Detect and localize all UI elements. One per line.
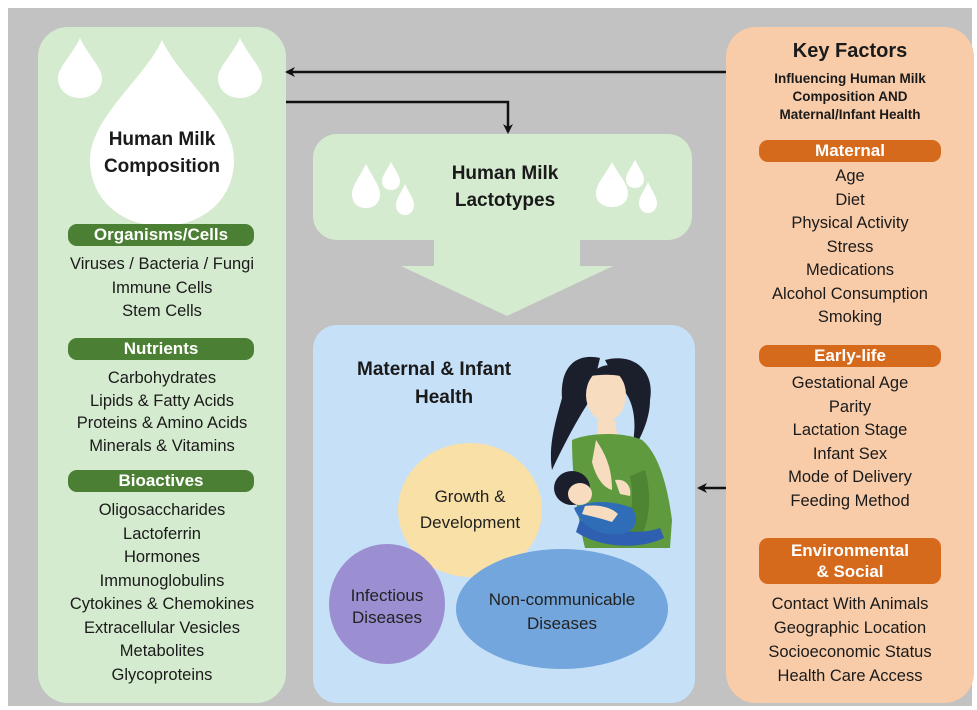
lactotypes-to-health-arrow: [401, 240, 613, 316]
list-item: Metabolites: [119, 642, 205, 660]
list-item: Lipids & Fatty Acids: [90, 391, 234, 410]
non-communicable-diseases-label: Non-communicable Diseases: [462, 589, 662, 635]
list-item: Diet: [835, 190, 865, 209]
milk-drop-icon: [596, 162, 628, 207]
list-item: Extracellular Vesicles: [84, 618, 240, 637]
list-item: Hormones: [123, 548, 201, 566]
lactotypes-title-line-1: Human Milk: [451, 163, 559, 184]
list-item: Lactoferrin: [123, 524, 201, 543]
list-item: Oligosaccharides: [98, 501, 226, 519]
list-item: Stem Cells: [122, 302, 202, 320]
list-item: Immunoglobulins: [99, 571, 225, 590]
milk-drop-icon: [626, 160, 644, 188]
infectious-diseases-circle: [329, 544, 445, 664]
header-line: Environmental: [790, 541, 910, 560]
list-item: Minerals & Vitamins: [89, 436, 235, 455]
maternal-header: Maternal: [759, 140, 941, 162]
organisms-cells-list: Viruses / Bacteria / Fungi Immune Cells …: [38, 253, 286, 324]
lactotypes-title-line-2: Lactotypes: [454, 190, 556, 211]
bioactives-list: Oligosaccharides Lactoferrin Hormones Im…: [38, 499, 286, 687]
mother-infant-illustration-icon: [550, 356, 672, 548]
environmental-social-header: Environmental & Social: [759, 538, 941, 584]
milk-drop-icon: [382, 162, 400, 190]
milk-drop-icon: [352, 164, 380, 208]
list-item: Proteins & Amino Acids: [76, 414, 248, 432]
list-item: Lactation Stage: [792, 421, 908, 439]
list-item: Carbohydrates: [107, 369, 217, 387]
maternal-list: Age Diet Physical Activity Stress Medica…: [726, 165, 974, 330]
list-item: Feeding Method: [790, 491, 910, 510]
infectious-diseases-label: Infectious Diseases: [335, 585, 439, 629]
list-item: Cytokines & Chemokines: [69, 595, 255, 613]
subtitle-line: Composition AND: [792, 89, 908, 104]
list-item: Smoking: [817, 308, 883, 326]
list-item: Geographic Location: [773, 619, 927, 637]
nutrients-header: Nutrients: [68, 338, 254, 360]
subtitle-line: Maternal/Infant Health: [779, 107, 921, 122]
composition-title-line-1: Human Milk: [108, 129, 216, 150]
health-title-line-1: Maternal & Infant: [357, 359, 512, 380]
key-factors-subtitle: Influencing Human Milk Composition AND M…: [726, 70, 974, 124]
nutrients-list: Carbohydrates Lipids & Fatty Acids Prote…: [38, 367, 286, 457]
early-life-list: Gestational Age Parity Lactation Stage I…: [726, 372, 974, 513]
subtitle-line: Influencing Human Milk: [774, 71, 926, 86]
milk-drop-icon: [218, 38, 262, 98]
list-item: Mode of Delivery: [788, 468, 912, 486]
list-item: Gestational Age: [791, 374, 909, 392]
list-item: Medications: [805, 261, 895, 279]
label-line: Non-communicable: [488, 590, 636, 609]
label-line: Diseases: [527, 614, 597, 633]
milk-drop-icon: [639, 182, 657, 213]
milk-drop-icon: [396, 184, 414, 215]
label-line: Growth &: [434, 487, 506, 506]
composition-title: Human Milk Composition: [82, 126, 242, 180]
list-item: Parity: [828, 397, 872, 416]
list-item: Stress: [826, 237, 874, 256]
lactotypes-title: Human Milk Lactotypes: [420, 160, 590, 214]
list-item: Health Care Access: [777, 667, 923, 685]
label-line: Development: [419, 513, 521, 532]
list-item: Immune Cells: [111, 278, 213, 297]
large-milk-drop-icon: [90, 40, 234, 226]
health-title-line-2: Health: [415, 387, 474, 408]
growth-development-label: Growth & Development: [398, 486, 542, 534]
list-item: Age: [835, 167, 865, 185]
environmental-social-list: Contact With Animals Geographic Location…: [726, 592, 974, 688]
header-line: & Social: [816, 562, 884, 581]
health-title: Maternal & Infant Health: [357, 356, 547, 412]
list-item: Viruses / Bacteria / Fungi: [69, 255, 255, 273]
organisms-cells-header: Organisms/Cells: [68, 224, 254, 246]
list-item: Glycoproteins: [111, 665, 213, 684]
milk-drop-icon: [58, 38, 102, 98]
early-life-header: Early-life: [759, 345, 941, 367]
bioactives-header: Bioactives: [68, 470, 254, 492]
composition-to-lactotypes-arrow: [286, 100, 513, 134]
list-item: Contact With Animals: [771, 595, 929, 613]
list-item: Infant Sex: [812, 444, 888, 463]
list-item: Alcohol Consumption: [772, 284, 928, 303]
label-line: Infectious: [350, 586, 424, 605]
label-line: Diseases: [352, 608, 422, 627]
growth-development-circle: [398, 443, 542, 577]
list-item: Physical Activity: [791, 214, 909, 232]
non-communicable-diseases-circle: [456, 549, 668, 669]
list-item: Socioeconomic Status: [768, 643, 932, 661]
key-factors-title: Key Factors: [792, 40, 908, 62]
composition-title-line-2: Composition: [103, 156, 221, 177]
